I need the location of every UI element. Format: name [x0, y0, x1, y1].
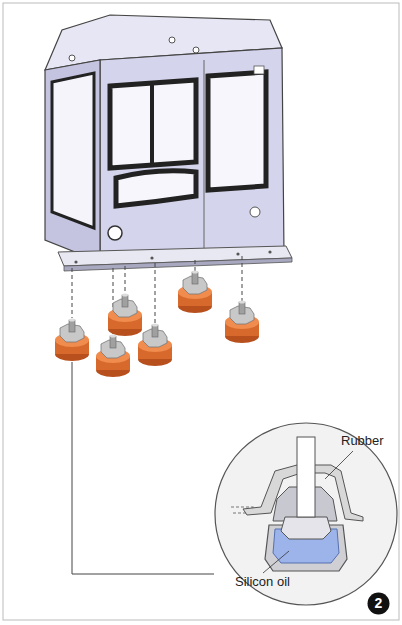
part-label: Rubber [341, 433, 384, 448]
detail-inset: RubberSilicon oil [213, 421, 399, 607]
callout-badge: 2 [367, 592, 390, 615]
base-plate [58, 246, 292, 271]
part-label: Silicon oil [235, 574, 290, 589]
cab [45, 15, 284, 262]
callout-number: 2 [367, 595, 390, 611]
leader-line [72, 362, 214, 574]
anti-vibration-mounts [55, 271, 259, 378]
frame [3, 3, 399, 620]
dashed-guides [72, 256, 242, 334]
